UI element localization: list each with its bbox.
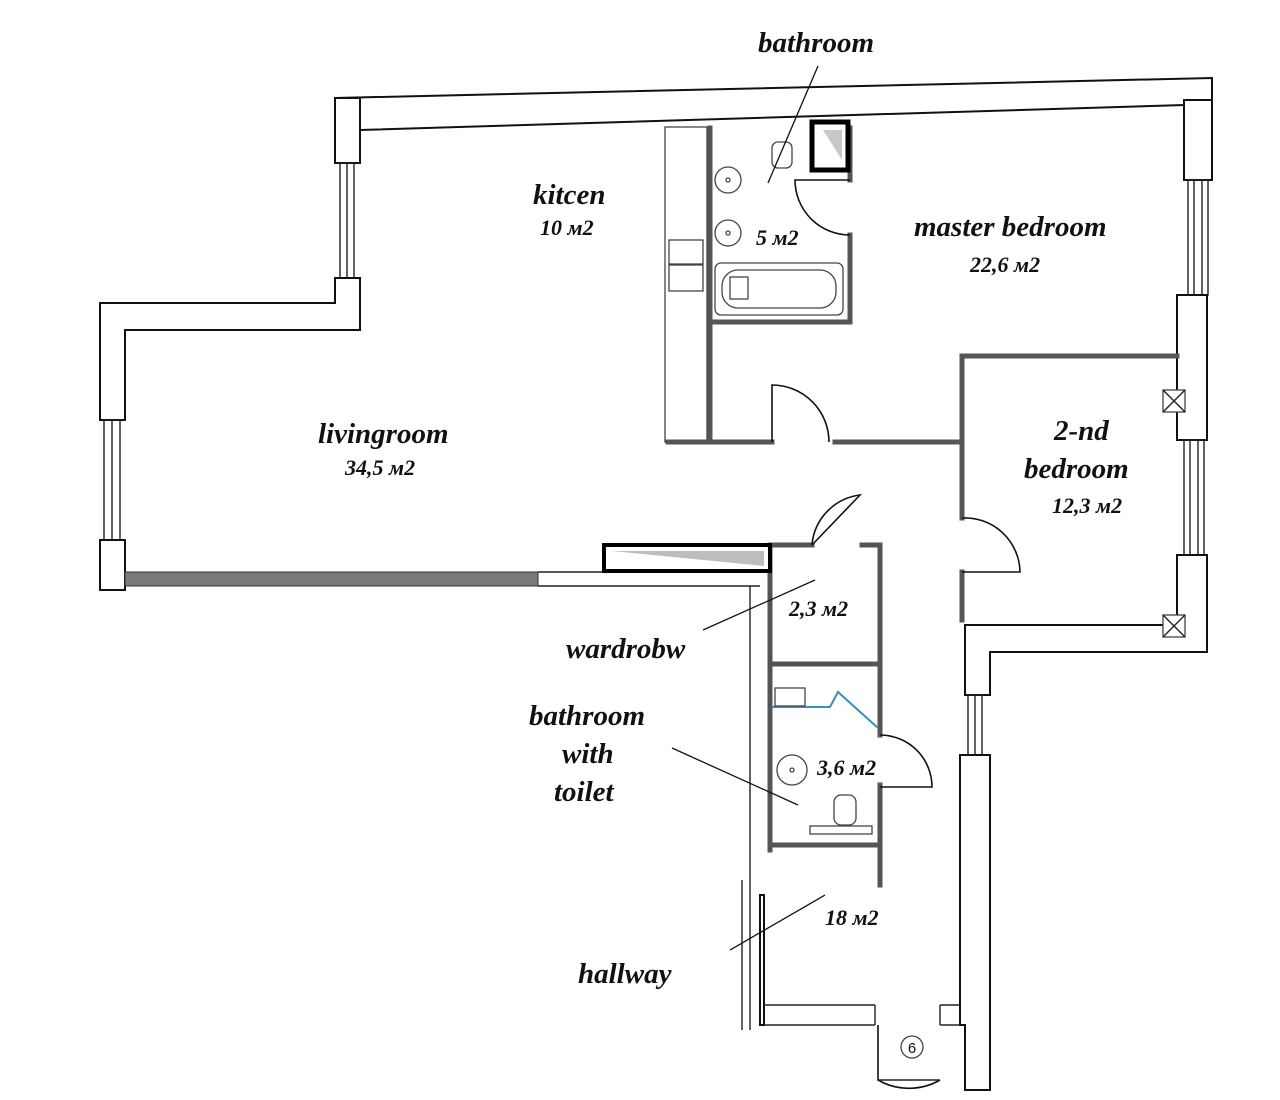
master-bedroom-area: 22,6 м2	[969, 252, 1040, 277]
hallway-label: hallway	[578, 958, 672, 990]
hallway-area: 18 м2	[825, 905, 879, 930]
exterior-walls	[99, 76, 1213, 1091]
bathroom-toilet-label-3: toilet	[554, 776, 615, 808]
livingroom-label: livingroom	[318, 418, 449, 450]
second-bedroom-label-2: bedroom	[1024, 453, 1129, 485]
master-bedroom-label: master bedroom	[914, 211, 1107, 243]
kitchen-label: kitcen	[533, 179, 606, 211]
wardrobe-label: wardrobw	[566, 633, 686, 665]
entrance-marker: 6	[908, 1040, 916, 1057]
second-bedroom-area: 12,3 м2	[1052, 493, 1122, 518]
livingroom-area: 34,5 м2	[344, 455, 415, 480]
bathroom-top-area: 5 м2	[756, 225, 799, 250]
bathroom-toilet-label-2: with	[562, 738, 614, 770]
toilet-icon-top	[771, 141, 793, 169]
bathroom-toilet-label-1: bathroom	[529, 700, 645, 732]
wardrobe-area: 2,3 м2	[788, 596, 848, 621]
bathroom-top-label: bathroom	[758, 27, 874, 59]
interior-walls	[602, 119, 1180, 888]
vent-icon-1	[1162, 389, 1186, 413]
doors	[771, 179, 1021, 1090]
second-bedroom-label-1: 2-nd	[1053, 415, 1109, 447]
fixtures	[714, 141, 1186, 1059]
bathtub-icon	[714, 262, 844, 316]
sink-icon-1	[714, 166, 742, 194]
toilet-icon-bottom	[809, 794, 873, 835]
radiator-icon	[774, 687, 806, 707]
entrance-marker-circle	[900, 1035, 924, 1059]
sink-icon-2	[714, 219, 742, 247]
leader-lines	[671, 65, 826, 951]
room-labels: bathroom 5 м2 kitcen 10 м2 master bedroo…	[318, 27, 1129, 1057]
bathroom-toilet-area: 3,6 м2	[816, 755, 876, 780]
sink-icon-3	[776, 754, 808, 786]
vent-icon-2	[1162, 614, 1186, 638]
kitchen-area: 10 м2	[540, 215, 594, 240]
